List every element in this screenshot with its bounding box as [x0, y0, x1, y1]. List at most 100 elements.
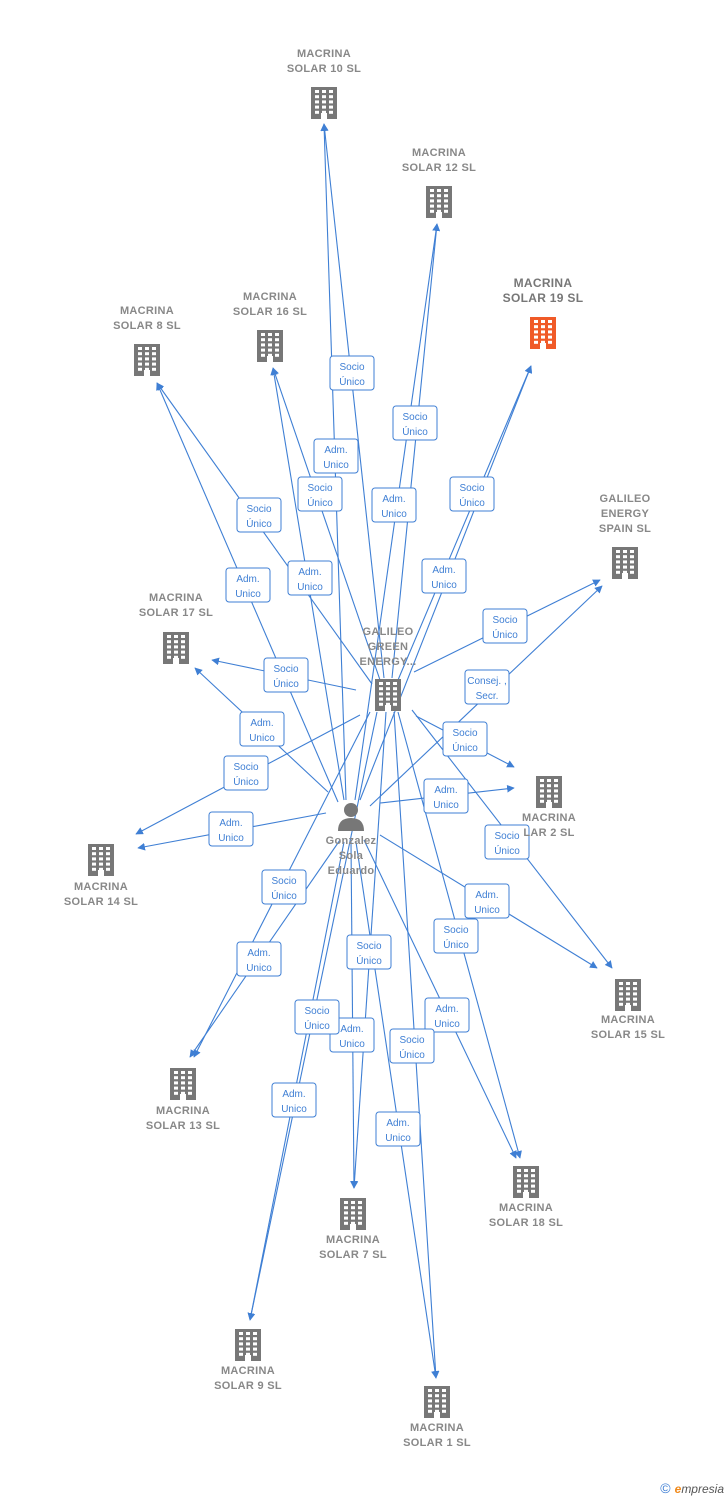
edge-label-gse-ms7[interactable]: Adm.Unico — [329, 1017, 375, 1053]
edge-label-gse-ms8[interactable]: Adm.Unico — [225, 567, 271, 603]
building-window — [626, 997, 630, 1001]
building-window — [437, 204, 441, 208]
edge-label-gse-ges[interactable]: Consej. ,Secr. — [464, 669, 510, 705]
edge-label-box — [392, 405, 438, 441]
node-ggen[interactable]: GALILEOGREENENERGY... — [359, 626, 416, 711]
building-window — [99, 847, 103, 850]
edge-label-gse-ms1[interactable]: Adm.Unico — [375, 1111, 421, 1147]
building-window — [174, 1091, 178, 1095]
edge-label-box — [223, 755, 269, 791]
building-window — [261, 333, 265, 336]
edge-label-gse-ms16[interactable]: Adm.Unico — [287, 560, 333, 596]
building-window — [548, 325, 552, 329]
edge-label-box — [236, 941, 282, 977]
edge-label-gse-ms18[interactable]: Adm.Unico — [424, 997, 470, 1033]
building-window — [138, 367, 142, 371]
building-window — [181, 1091, 185, 1095]
building-window — [138, 357, 142, 361]
building-window — [253, 1332, 257, 1335]
building-window — [344, 1221, 348, 1225]
edge-label-line: Socio — [492, 615, 517, 626]
building-window — [275, 333, 279, 336]
edge-label-gse-ms10[interactable]: Adm.Unico — [313, 438, 359, 474]
building-window — [444, 189, 448, 192]
building-window — [630, 565, 634, 569]
edge-label-gse-ms17[interactable]: Adm.Unico — [239, 711, 285, 747]
building-window — [430, 204, 434, 208]
edge-label-line: Unico — [235, 589, 261, 600]
edge-label-line: Adm. — [386, 1118, 409, 1129]
building-door — [434, 1412, 440, 1418]
building-window — [442, 1404, 446, 1408]
edge-label-gse-ms13[interactable]: Adm.Unico — [236, 941, 282, 977]
edge-label-gse-ms14[interactable]: Adm. Unico — [208, 811, 254, 847]
building-window — [437, 194, 441, 198]
edge-label-line: Adm. — [432, 565, 455, 576]
node-label-line: MACRINA — [221, 1365, 275, 1377]
edge-label-gse-ms15[interactable]: Adm.Unico — [464, 883, 510, 919]
building-window — [541, 320, 545, 323]
building-icon — [134, 344, 160, 376]
building-window — [517, 1184, 521, 1188]
edge-label-gse-ms2[interactable]: Adm.Unico — [423, 778, 469, 814]
edge-label-line: Unico — [323, 460, 349, 471]
edge-label-gse-ms9[interactable]: Adm.Unico — [271, 1082, 317, 1118]
edge-label-gse-ms19[interactable]: Adm.Unico — [421, 558, 467, 594]
edge-label-line: Socio — [271, 876, 296, 887]
edge-label-box — [346, 934, 392, 970]
edge-label-box — [208, 811, 254, 847]
node-label-line: SOLAR 14 SL — [64, 896, 138, 908]
node-label-line: SOLAR 1 SL — [403, 1437, 471, 1449]
edge-label-gse-ms12[interactable]: Adm.Unico — [371, 487, 417, 523]
building-window — [437, 189, 441, 192]
building-window — [106, 867, 110, 871]
edge-label-line: Socio — [399, 1035, 424, 1046]
building-icon — [536, 776, 562, 808]
building-window — [531, 1184, 535, 1188]
edge-label-line: Unico — [218, 833, 244, 844]
building-window — [329, 95, 333, 99]
building-window — [351, 1221, 355, 1225]
building-window — [435, 1399, 439, 1403]
edge-label-line: Adm. — [219, 818, 242, 829]
footer-brand[interactable]: ©empresia — [660, 1480, 724, 1496]
building-window — [322, 110, 326, 114]
building-icon — [170, 1068, 196, 1100]
building-window — [246, 1347, 250, 1351]
building-window — [239, 1352, 243, 1356]
building-door — [546, 802, 552, 808]
building-window — [630, 550, 634, 553]
building-window — [167, 645, 171, 649]
